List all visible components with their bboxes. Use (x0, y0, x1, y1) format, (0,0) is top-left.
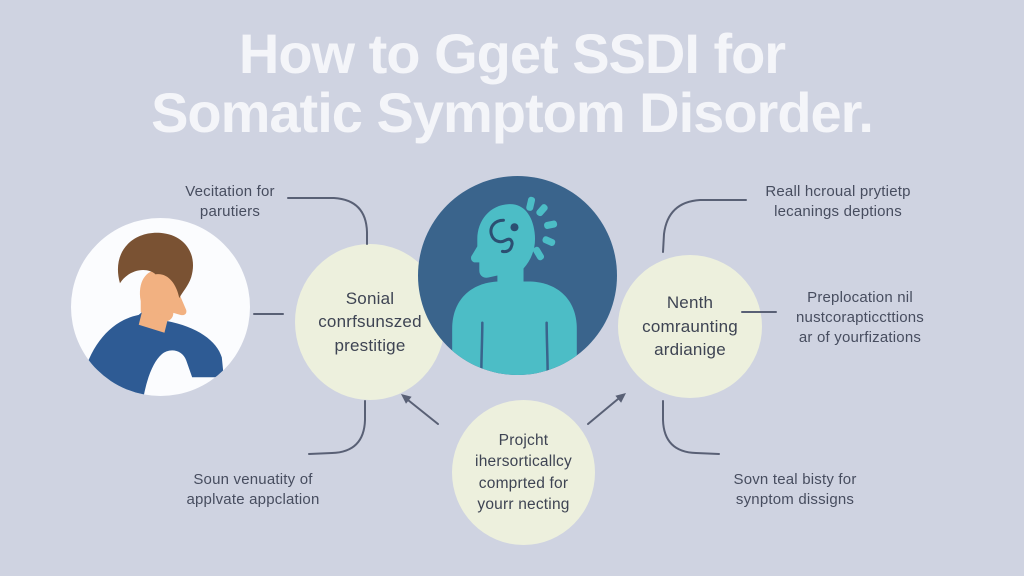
title-line-1: How to Gget SSDI for (238, 22, 786, 85)
node-text-line: Sonial (345, 288, 395, 308)
arrow-right-shaft (587, 398, 619, 425)
arrow-right-head (615, 393, 626, 403)
node-left-bubble: Sonial conrfsunszed prestitige (295, 244, 445, 400)
node-text-line: prestitige (334, 335, 406, 355)
label-top-right: Reall hcroual prytietp lecanings deption… (728, 182, 948, 222)
node-text-line: ardianige (654, 340, 726, 360)
label-right: Preplocation nil nustcorapticcttions ar … (750, 288, 970, 348)
node-text-line: Nenth (666, 293, 714, 313)
arrow-left-shaft (407, 399, 439, 425)
stress-rays-icon (526, 196, 558, 261)
label-line: Sovn teal bisty for (733, 471, 857, 488)
node-right-bubble: Nenth comraunting ardianige (618, 255, 762, 398)
node-text-line: Projcht (498, 432, 549, 450)
stressed-person-icon (452, 196, 577, 375)
person-neck (138, 308, 169, 333)
label-line: synptom dissigns (735, 491, 855, 509)
node-bottom-bubble: Projcht ihersorticallcy comprted for you… (452, 400, 595, 545)
label-line: Reall hcroual prytietp (765, 183, 911, 200)
connector-bottom-left (308, 400, 366, 455)
label-line: applvate appclation (186, 491, 320, 509)
label-line: nustcorapticcttions (795, 309, 925, 327)
person-shirt (79, 307, 224, 396)
arrow-left-head (401, 394, 412, 404)
connector-bottom-right (662, 400, 720, 455)
label-line: parutiers (199, 203, 261, 221)
node-text-line: yourr necting (477, 495, 570, 513)
figure-head (471, 204, 536, 289)
person-hair (117, 232, 194, 299)
title-line-2: Somatic Symptom Disorder. (151, 81, 874, 145)
label-bottom-left: Soun venuatity of applvate appclation (143, 470, 363, 510)
label-line: Soun venuatity of (193, 471, 313, 488)
central-circle (418, 176, 617, 375)
node-text-line: comprted for (478, 474, 569, 492)
label-top-left: Vecitation for parutiers (130, 182, 330, 222)
label-line: ar of yourfizations (798, 329, 922, 347)
patient-photo-circle (71, 218, 250, 396)
node-text-line: comraunting (642, 316, 738, 336)
figure-torso (452, 281, 577, 375)
node-text-line: ihersorticallcy (475, 453, 572, 471)
label-line: lecanings deptions (774, 203, 902, 221)
label-bottom-right: Sovn teal bisty for synptom dissigns (685, 470, 905, 510)
label-line: Preplocation nil (807, 289, 913, 306)
node-text-line: conrfsunszed (318, 312, 422, 332)
figure-eye-dot (510, 223, 519, 232)
mind-squiggle-icon (489, 218, 514, 254)
slouched-person-icon (79, 232, 224, 396)
page-title: How to Gget SSDI for Somatic Symptom Dis… (0, 24, 1024, 143)
label-line: Vecitation for (185, 183, 275, 200)
